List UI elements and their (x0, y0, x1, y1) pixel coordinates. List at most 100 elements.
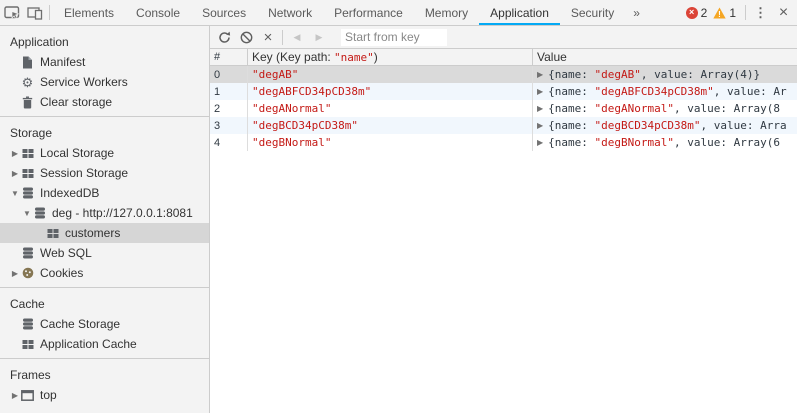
clear-object-store-button[interactable] (235, 27, 257, 47)
expand-object-icon[interactable]: ▶ (537, 104, 544, 113)
start-from-key-input[interactable] (341, 28, 447, 46)
sidebar-item-cookies[interactable]: ▶ Cookies (0, 263, 209, 283)
warning-count[interactable]: 1 (729, 5, 736, 20)
row-key: "degBCD34pCD38m" (248, 117, 533, 134)
row-index: 4 (210, 134, 248, 151)
toggle-device-toolbar-button[interactable] (23, 0, 46, 25)
close-icon: × (778, 3, 789, 21)
sidebar-item-label: top (40, 388, 57, 402)
database-icon (21, 247, 34, 260)
inspect-cursor-icon (3, 5, 19, 19)
row-index: 0 (210, 66, 248, 83)
sidebar-item-deg-database[interactable]: ▼ deg - http://127.0.0.1:8081 (0, 203, 209, 223)
object-store-grid: # Key (Key path: "name") Value 0 "degAB"… (210, 49, 797, 413)
trash-icon (21, 96, 34, 109)
chevron-right-icon[interactable]: ▶ (11, 148, 19, 158)
sidebar-item-label: Session Storage (40, 166, 129, 180)
chevron-down-icon[interactable]: ▼ (11, 188, 19, 198)
tab-memory[interactable]: Memory (424, 5, 469, 20)
warning-badge-icon[interactable]: ! (713, 7, 727, 19)
tab-sources[interactable]: Sources (202, 5, 247, 20)
row-index: 1 (210, 83, 248, 100)
table-icon (21, 147, 34, 160)
tab-network[interactable]: Network (268, 5, 313, 20)
page-back-button[interactable]: ◀ (293, 31, 301, 42)
devtools-content: Application Manifest ⚙ Service Workers C… (0, 26, 797, 413)
document-icon (21, 56, 34, 69)
indexeddb-view: × ◀ ▶ # Key (Key path: "name") Value 0 "… (210, 26, 797, 413)
expand-object-icon[interactable]: ▶ (537, 87, 544, 96)
badges-separator (745, 5, 746, 20)
error-count[interactable]: 2 (700, 5, 708, 20)
table-row[interactable]: 2 "degANormal" ▶{name: "degANormal", val… (210, 100, 797, 117)
sidebar-item-label: Web SQL (40, 246, 92, 260)
refresh-button[interactable] (213, 27, 235, 47)
row-key: "degABFCD34pCD38m" (248, 83, 533, 100)
table-row[interactable]: 3 "degBCD34pCD38m" ▶{name: "degBCD34pCD3… (210, 117, 797, 134)
column-header-value: Value (537, 50, 567, 64)
inspect-element-button[interactable] (0, 0, 23, 25)
error-badge-icon[interactable]: × (685, 6, 698, 19)
sidebar-section-storage: Storage ▶ Local Storage ▶ Session Storag… (0, 117, 209, 288)
devtools-tabbar: Elements Console Sources Network Perform… (0, 0, 797, 26)
kebab-icon: ⋮ (754, 4, 767, 20)
expand-object-icon[interactable]: ▶ (537, 138, 544, 147)
row-value: ▶{name: "degBCD34pCD38m", value: Arra (537, 119, 787, 132)
table-row[interactable]: 0 "degAB" ▶{name: "degAB", value: Array(… (210, 66, 797, 83)
sidebar-item-cache-storage[interactable]: Cache Storage (0, 314, 209, 334)
grid-empty-area (210, 151, 797, 413)
row-value: ▶{name: "degBNormal", value: Array(6 (537, 136, 780, 149)
sidebar-item-web-sql[interactable]: Web SQL (0, 243, 209, 263)
status-badges: × 2 ! 1 ⋮ × (685, 0, 797, 25)
devtools-menu-button[interactable]: ⋮ (749, 5, 772, 21)
sidebar-item-label: Manifest (40, 55, 86, 69)
table-icon (21, 167, 34, 180)
tab-elements[interactable]: Elements (64, 5, 115, 20)
sidebar-item-clear-storage[interactable]: Clear storage (0, 92, 209, 112)
table-row[interactable]: 1 "degABFCD34pCD38m" ▶{name: "degABFCD34… (210, 83, 797, 100)
chevron-right-icon[interactable]: ▶ (11, 168, 19, 178)
row-key: "degBNormal" (248, 134, 533, 151)
section-title-application: Application (10, 35, 69, 49)
chevron-down-icon[interactable]: ▼ (23, 208, 31, 218)
tab-security[interactable]: Security (570, 5, 615, 20)
sidebar-item-customers[interactable]: customers (0, 223, 209, 243)
row-value: ▶{name: "degABFCD34pCD38m", value: Ar (537, 85, 787, 98)
application-sidebar: Application Manifest ⚙ Service Workers C… (0, 26, 210, 413)
svg-text:!: ! (718, 10, 721, 19)
delete-selected-button[interactable]: × (263, 28, 273, 46)
refresh-icon (218, 31, 230, 43)
sidebar-item-local-storage[interactable]: ▶ Local Storage (0, 143, 209, 163)
sidebar-item-label: Clear storage (40, 95, 113, 109)
expand-object-icon[interactable]: ▶ (537, 70, 544, 79)
table-row[interactable]: 4 "degBNormal" ▶{name: "degBNormal", val… (210, 134, 797, 151)
column-header-key: Key (Key path: "name") (248, 49, 533, 65)
chevron-right-icon[interactable]: ▶ (11, 268, 19, 278)
device-toolbar-icon (26, 6, 42, 20)
chevron-right-icon[interactable]: ▶ (11, 390, 19, 400)
sidebar-item-session-storage[interactable]: ▶ Session Storage (0, 163, 209, 183)
table-icon (46, 227, 59, 240)
tab-console[interactable]: Console (136, 5, 181, 20)
section-title-frames: Frames (10, 368, 51, 382)
database-icon (33, 207, 46, 220)
expand-object-icon[interactable]: ▶ (537, 121, 544, 130)
sidebar-item-label: Local Storage (40, 146, 115, 160)
toolbar-separator (282, 29, 283, 45)
sidebar-section-application: Application Manifest ⚙ Service Workers C… (0, 26, 209, 117)
more-tabs-button[interactable]: » (633, 5, 640, 20)
sidebar-item-service-workers[interactable]: ⚙ Service Workers (0, 72, 209, 92)
sidebar-item-label: deg - http://127.0.0.1:8081 (52, 206, 193, 220)
sidebar-item-top-frame[interactable]: ▶ top (0, 385, 209, 405)
column-header-index: # (210, 49, 248, 65)
object-store-toolbar: × ◀ ▶ (210, 26, 797, 49)
sidebar-item-label: IndexedDB (40, 186, 100, 200)
sidebar-item-indexeddb[interactable]: ▼ IndexedDB (0, 183, 209, 203)
close-devtools-button[interactable]: × (772, 4, 795, 22)
page-forward-button[interactable]: ▶ (315, 31, 323, 42)
sidebar-item-manifest[interactable]: Manifest (0, 52, 209, 72)
sidebar-item-application-cache[interactable]: Application Cache (0, 334, 209, 354)
tab-performance[interactable]: Performance (334, 5, 403, 20)
tab-application[interactable]: Application (479, 0, 560, 25)
row-value: ▶{name: "degAB", value: Array(4)} (537, 68, 761, 81)
